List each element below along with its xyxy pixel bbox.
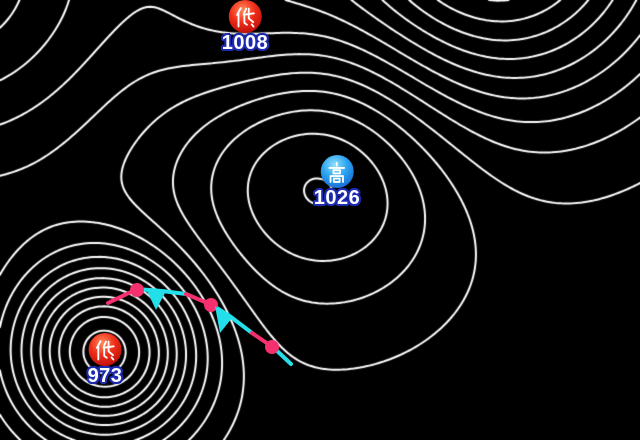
low-pressure-badge [228, 0, 262, 33]
pressure-system-low-1008: 1008 [222, 0, 269, 55]
pressure-system-low-973: 973 [88, 333, 123, 388]
low-pressure-badge [88, 333, 122, 366]
pressure-value: 973 [87, 365, 123, 387]
high-kanji-icon [328, 161, 346, 183]
low-kanji-icon [96, 339, 116, 360]
front-cold-segment [135, 287, 188, 296]
high-pressure-badge [320, 155, 354, 188]
warm-front-semicircle-symbol [204, 298, 218, 312]
cold-front-triangle-symbol [215, 306, 232, 333]
pressure-value: 1008 [221, 32, 269, 54]
low-kanji-icon [236, 6, 256, 27]
cold-front-triangle-symbol [147, 291, 165, 310]
warm-front-semicircle-symbol [265, 340, 279, 354]
pressure-system-high-1026: 1026 [314, 155, 361, 210]
warm-front-semicircle-symbol [130, 283, 144, 297]
pressure-value: 1026 [313, 187, 361, 209]
